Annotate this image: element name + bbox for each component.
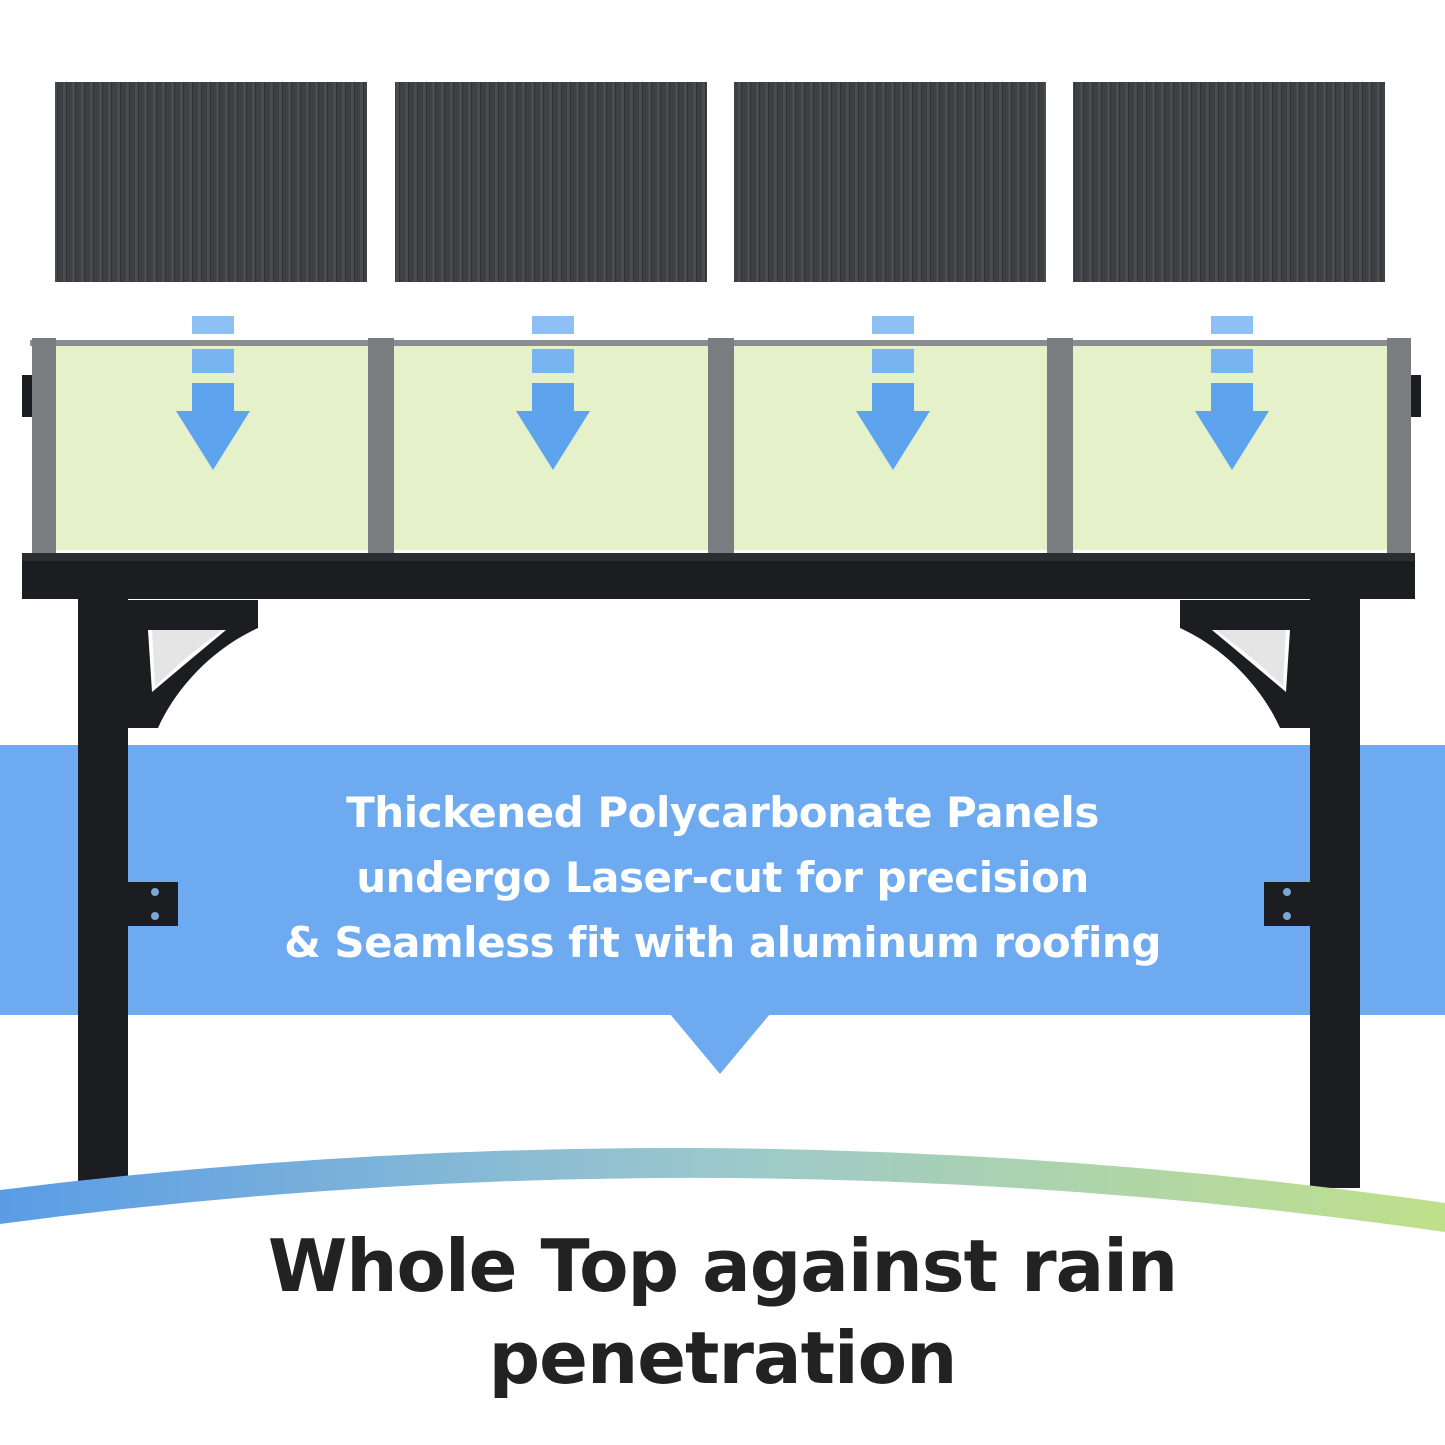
roof-sheet-icon — [395, 82, 707, 282]
headline-line-2: penetration — [488, 1316, 958, 1400]
frame-post — [32, 338, 56, 553]
bottom-wave — [0, 1148, 1445, 1232]
frame-post — [1047, 338, 1073, 553]
roof-sheets — [55, 82, 1385, 282]
frame-post — [368, 338, 394, 553]
caption-line-3: & Seamless fit with aluminum roofing — [284, 918, 1161, 967]
down-arrow-icon — [516, 316, 590, 470]
caption-pointer — [670, 1014, 770, 1074]
down-arrow-icon — [1195, 316, 1269, 470]
caption-banner — [0, 745, 1445, 1015]
frame-post — [708, 338, 734, 553]
headline: Whole Top against rain penetration — [0, 1220, 1445, 1404]
caption-line-1: Thickened Polycarbonate Panels — [346, 788, 1099, 837]
roof-sheet-icon — [55, 82, 367, 282]
pergola-frame-icon — [78, 598, 1360, 1188]
caption-text: Thickened Polycarbonate Panels undergo L… — [180, 780, 1265, 975]
down-arrow-icon — [176, 316, 250, 470]
headline-line-1: Whole Top against rain — [267, 1224, 1178, 1308]
caption-line-2: undergo Laser-cut for precision — [356, 853, 1089, 902]
down-arrow-icon — [856, 316, 930, 470]
roof-sheet-icon — [734, 82, 1046, 282]
down-arrows — [176, 316, 1269, 470]
roof-sheet-icon — [1073, 82, 1385, 282]
frame-post — [1387, 338, 1411, 553]
